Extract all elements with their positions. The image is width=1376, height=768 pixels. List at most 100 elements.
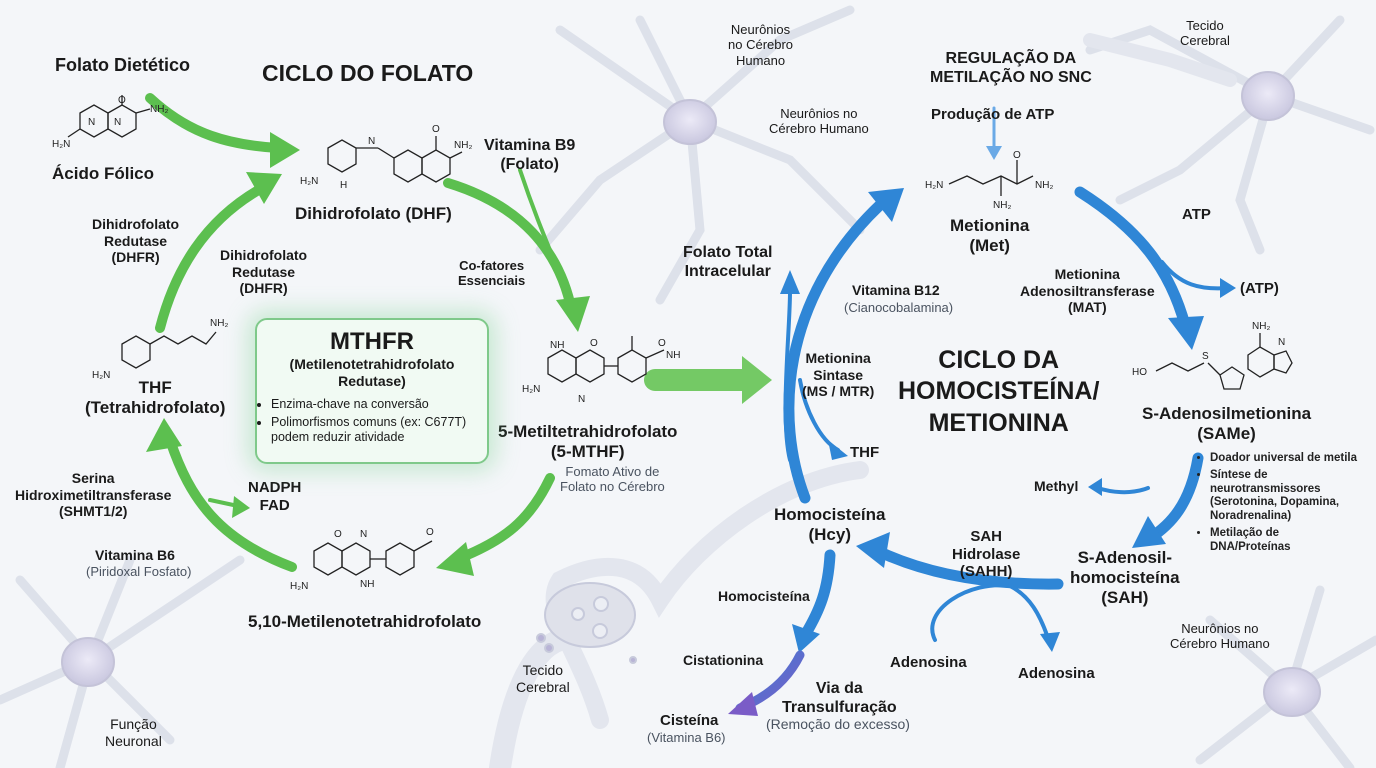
transsulfuration-label: Via da Transulfuração — [782, 680, 897, 716]
svg-text:O: O — [432, 124, 440, 135]
vitamin-b6-sub-label: (Piridoxal Fosfato) — [86, 564, 192, 579]
svg-text:O: O — [1013, 150, 1021, 161]
same-role: Doador universal de metila — [1210, 452, 1376, 465]
svg-text:N: N — [368, 136, 375, 147]
methionine-structure: H₂N O NH₂ NH₂ — [925, 150, 1053, 211]
svg-text:N: N — [114, 117, 121, 128]
neuron-somas — [61, 71, 1321, 717]
svg-text:O: O — [658, 338, 666, 349]
b12-sub-label: (Cianocobalamina) — [844, 300, 954, 315]
transsulfuration-arrowhead — [728, 692, 758, 716]
same-label: S-Adenosilmetionina (SAMe) — [1142, 404, 1312, 444]
tissue-top-label: Tecido Cerebral — [1180, 18, 1230, 49]
atp-production-label: Produção de ATP — [931, 106, 1055, 123]
vitamin-b6-label: Vitamina B6 — [95, 547, 175, 563]
svg-text:N: N — [88, 117, 95, 128]
methyl-label: Methyl — [1034, 478, 1079, 494]
svg-text:NH: NH — [360, 579, 374, 590]
svg-text:O: O — [118, 95, 126, 106]
sah-label: S-Adenosil- homocisteína (SAH) — [1070, 548, 1180, 608]
shmt-label: Serina Hidroximetiltransferase (SHMT1/2) — [15, 470, 172, 520]
regulation-title: REGULAÇÃO DA METILAÇÃO NO SNC — [930, 50, 1092, 86]
synapse — [536, 582, 637, 664]
methylene-thf-label: 5,10-Metilenotetrahidrofolato — [248, 612, 482, 631]
svg-text:NH₂: NH₂ — [1252, 321, 1270, 332]
dhf-label: Dihidrofolato (DHF) — [295, 204, 452, 223]
svg-text:NH₂: NH₂ — [454, 140, 472, 151]
active-form-label: Fomato Ativo de Folato no Cérebro — [560, 464, 665, 495]
mthfr-box: MTHFR (Metilenotetrahidrofolato Redutase… — [255, 318, 489, 464]
svg-text:H₂N: H₂N — [92, 370, 110, 381]
mthfr-bullet: Enzima-chave na conversão — [271, 397, 487, 412]
dhfr-right-label: Dihidrofolato Redutase (DHFR) — [220, 247, 308, 297]
svg-text:NH: NH — [666, 350, 680, 361]
dhfr-left-label: Dihidrofolato Redutase (DHFR) — [92, 216, 180, 266]
dietary-folate-label: Folato Dietético — [55, 55, 191, 75]
mthfr-title: MTHFR — [330, 328, 414, 355]
methionine-cycle-arrowheads — [780, 146, 1236, 653]
atp-out-label: (ATP) — [1240, 280, 1279, 297]
neurons-top2-label: Neurônios no Cérebro Humano — [769, 106, 869, 137]
cofactors-label: Co-fatores Essenciais — [458, 258, 526, 289]
b12-label: Vitamina B12 — [852, 282, 940, 298]
svg-text:H₂N: H₂N — [522, 384, 540, 395]
adenosine-left-label: Adenosina — [890, 654, 967, 671]
svg-text:NH₂: NH₂ — [210, 318, 228, 329]
svg-text:NH₂: NH₂ — [150, 104, 168, 115]
adenosine-right-label: Adenosina — [1018, 665, 1095, 682]
svg-text:H₂N: H₂N — [52, 139, 70, 150]
svg-text:H₂N: H₂N — [925, 180, 943, 191]
svg-text:O: O — [334, 529, 342, 540]
thf-right-label: THF — [850, 444, 880, 461]
methionine-label: Metionina (Met) — [950, 216, 1030, 256]
mthfr-subtitle: (Metilenotetrahidrofolato Redutase) — [289, 356, 455, 389]
five-mthf-label: 5-Metiltetrahidrofolato (5-MTHF) — [498, 422, 678, 462]
svg-text:NH₂: NH₂ — [1035, 180, 1053, 191]
folate-cycle-arrowheads — [146, 132, 772, 576]
svg-text:NH₂: NH₂ — [993, 200, 1011, 211]
folate-total-label: Folato Total Intracelular — [683, 244, 773, 280]
mat-label: Metionina Adenosiltransferase (MAT) — [1020, 266, 1155, 316]
mthfr-bullet: Polimorfismos comuns (ex: C677T) podem r… — [271, 415, 487, 445]
folic-acid-label: Ácido Fólico — [52, 164, 154, 183]
svg-text:NH: NH — [550, 340, 564, 351]
neurons-right-label: Neurônios no Cérebro Humano — [1170, 621, 1270, 652]
svg-text:N: N — [1278, 337, 1285, 348]
same-structure: HO S NH₂ N — [1132, 321, 1293, 390]
vitamin-b9-label: Vitamina B9 (Folato) — [484, 137, 576, 173]
same-roles-list: Doador universal de metila Síntese de ne… — [1200, 452, 1376, 558]
atp-label: ATP — [1182, 206, 1211, 223]
neurons-top1-label: Neurônios no Cérebro Humano — [728, 22, 794, 68]
neuron-background — [0, 5, 1376, 768]
svg-text:H: H — [340, 180, 347, 191]
svg-text:HO: HO — [1132, 367, 1147, 378]
svg-text:S: S — [1202, 351, 1209, 362]
same-role: Metilação de DNA/Proteínas — [1210, 527, 1376, 554]
tissue-bottom-label: Tecido Cerebral — [516, 662, 570, 695]
cysteine-sub-label: (Vitamina B6) — [647, 730, 726, 745]
svg-text:N: N — [360, 529, 367, 540]
transsulfuration-sub-label: (Remoção do excesso) — [766, 716, 910, 732]
folic-acid-structure: O NH₂ H₂N N N — [52, 95, 168, 150]
homocysteine-path-label: Homocisteína — [718, 588, 810, 604]
ms-label: Metionina Sintase (MS / MTR) — [802, 350, 875, 400]
same-role: Síntese de neurotransmissores (Serotonin… — [1210, 469, 1376, 523]
nadph-fad-label: NADPH FAD — [248, 479, 302, 514]
neuronal-function-label: Função Neuronal — [105, 716, 162, 749]
svg-text:H₂N: H₂N — [290, 581, 308, 592]
mthfr-bullets: Enzima-chave na conversão Polimorfismos … — [257, 397, 487, 445]
folate-cycle-arrows — [145, 93, 756, 572]
sahh-label: SAH Hidrolase (SAHH) — [952, 528, 1021, 581]
svg-text:N: N — [578, 394, 585, 405]
methionine-cycle-title: CICLO DA HOMOCISTEÍNA/ METIONINA — [898, 346, 1100, 437]
thf-label: THF (Tetrahidrofolato) — [85, 378, 226, 418]
svg-text:O: O — [590, 338, 598, 349]
folate-cycle-title: CICLO DO FOLATO — [262, 60, 474, 86]
cysteine-label: Cisteína — [660, 712, 719, 729]
cystathionine-label: Cistationina — [683, 652, 764, 668]
thf-structure: NH₂ H₂N — [92, 318, 228, 381]
